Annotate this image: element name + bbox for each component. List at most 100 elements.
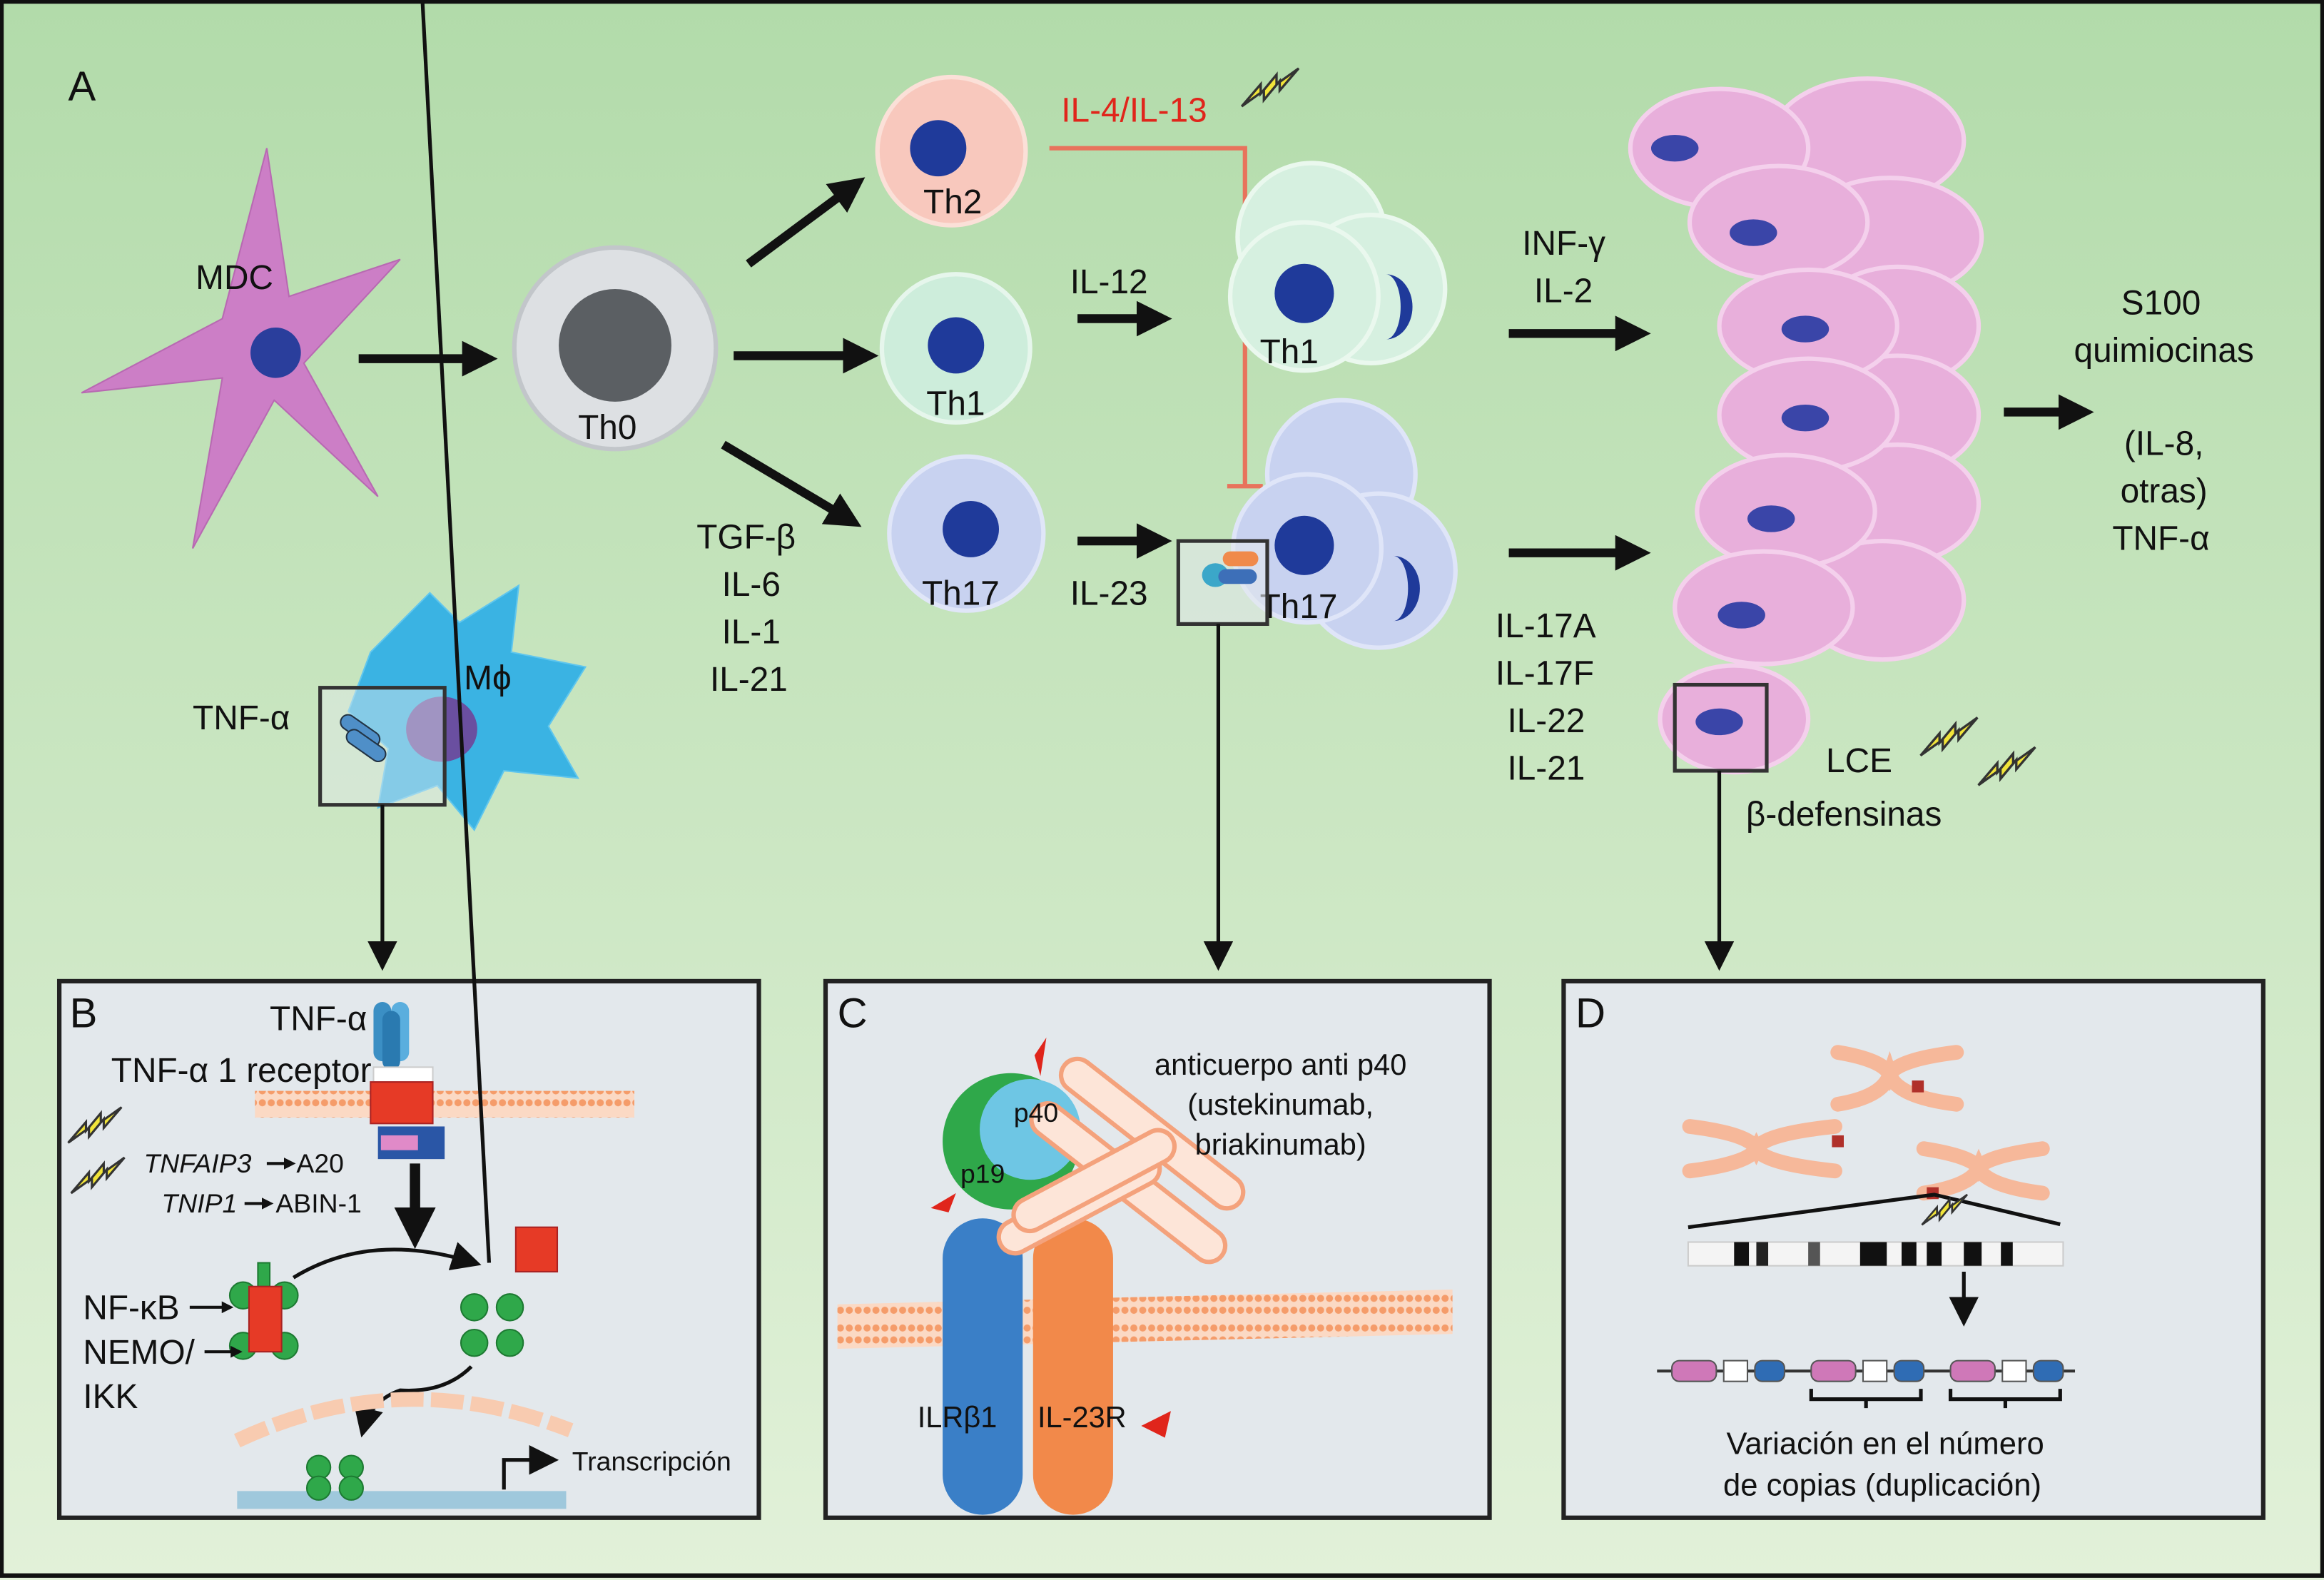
product-s100: S100 — [2121, 284, 2201, 322]
panel-a-letter: A — [68, 64, 96, 110]
inducer-il21: IL-21 — [710, 661, 788, 699]
tnf-receptor — [370, 1066, 445, 1160]
red-pointer-icon — [1141, 1411, 1171, 1438]
macrophage-cell: Mϕ — [347, 584, 587, 831]
cytokine-il17a: IL-17A — [1496, 607, 1596, 645]
panel-c: C p40 p19 anticuerpo anti p40 (ustekinum… — [823, 978, 1492, 1520]
caption-line-2: de copias (duplicación) — [1723, 1469, 2041, 1503]
panel-b-letter: B — [70, 990, 98, 1036]
nfkb-complex — [228, 1262, 299, 1360]
th17-cytokines: IL-17A IL-17F IL-22 IL-21 — [1496, 607, 1596, 787]
tnf-trimer — [373, 1002, 410, 1070]
il12-label: IL-12 — [1070, 263, 1148, 301]
gene-copies — [1671, 1359, 2064, 1382]
tnf-alpha-label: TNF-α — [193, 699, 290, 737]
released-inhibitor — [514, 1226, 559, 1273]
chromosome-bands — [1687, 1241, 2064, 1267]
lce-label: LCE — [1826, 742, 1892, 780]
panel-c-letter: C — [838, 990, 868, 1036]
panel-d-letter: D — [1575, 990, 1605, 1036]
red-pointer-icon — [1034, 1037, 1047, 1076]
th1-cluster: Th1 — [1227, 161, 1448, 373]
activation-arrow — [292, 1242, 482, 1280]
il23r-label: IL-23R — [1037, 1400, 1127, 1434]
receptor-label: TNF-α 1 receptor — [111, 1052, 372, 1090]
inducer-il1: IL-1 — [722, 613, 781, 651]
ilrb1-label: ILRβ1 — [918, 1400, 998, 1434]
transcription-label: Transcripción — [572, 1446, 731, 1476]
defensins-label: β-defensinas — [1746, 796, 1942, 834]
mdc-cell: MDC — [81, 148, 401, 549]
inducer-il6: IL-6 — [722, 566, 781, 604]
cytokine-il2: IL-2 — [1534, 273, 1593, 310]
th17-inducers: TGF-β IL-6 IL-1 IL-21 — [696, 518, 796, 698]
tnf-zoom-box — [318, 686, 447, 807]
antibody-label: anticuerpo anti p40 — [1155, 1048, 1406, 1081]
zoom-lines — [1688, 1192, 2061, 1230]
il4-il13-label: IL-4/IL-13 — [1061, 91, 1207, 129]
product-others: otras) — [2121, 472, 2208, 510]
macrophage-label: Mϕ — [464, 659, 512, 697]
gene-tnfaip3: TNFAIP3 — [143, 1148, 251, 1178]
th17-cluster-label: Th17 — [1260, 588, 1338, 626]
protein-abin1: ABIN-1 — [275, 1188, 361, 1218]
product-il8: (IL-8, — [2124, 425, 2203, 463]
locus-marker — [1832, 1135, 1844, 1148]
th2-label: Th2 — [923, 183, 982, 221]
cytokine-il22: IL-22 — [1507, 702, 1585, 740]
dna-bound-nfkb — [305, 1454, 364, 1501]
p40-label: p40 — [1014, 1098, 1058, 1128]
th17-label: Th17 — [922, 574, 1000, 612]
ikk-label: IKK — [83, 1378, 138, 1416]
cytokine-il21: IL-21 — [1507, 749, 1585, 787]
keratinocyte-products: S100 quimiocinas (IL-8, otras) TNF-α — [2074, 284, 2254, 557]
th1-cluster-label: Th1 — [1260, 333, 1319, 371]
protein-a20: A20 — [296, 1148, 344, 1178]
il23-label: IL-23 — [1070, 574, 1148, 612]
antibody-name-2: briakinumab) — [1195, 1128, 1366, 1161]
th17-cluster: Th17 — [1231, 397, 1458, 650]
il23-receptor-zoom-box — [1176, 539, 1269, 626]
th0-cell: Th0 — [512, 245, 719, 452]
cytokine-inf-gamma: INF-γ — [1522, 225, 1605, 263]
nuclear-membrane — [233, 1392, 574, 1448]
product-chemokines: quimiocinas — [2074, 332, 2254, 370]
th1-label: Th1 — [926, 385, 985, 423]
arrow-th0-to-th2 — [746, 177, 866, 268]
gene-tnip1: TNIP1 — [161, 1188, 237, 1218]
red-pointer-icon — [930, 1192, 956, 1212]
nemo-label: NEMO/ — [83, 1334, 195, 1372]
caption-line-1: Variación en el número — [1727, 1427, 2044, 1461]
transcription-arrow — [502, 1445, 559, 1490]
panel-d: D Variación en el número de copias (dupl… — [1561, 978, 2265, 1520]
locus-marker — [1912, 1080, 1924, 1093]
chromosomes — [1682, 1045, 2050, 1201]
keratinocyte-layer — [1628, 76, 1984, 775]
il23r-receptor — [1032, 1218, 1113, 1515]
arrow-line — [420, 0, 492, 1263]
ilrb1-receptor — [943, 1218, 1023, 1515]
th17-cell: Th17 — [887, 454, 1046, 613]
mdc-nucleus — [250, 328, 301, 378]
antibody-name-1: (ustekinumab, — [1187, 1088, 1374, 1121]
dna-strand — [237, 1491, 567, 1509]
arrow-th0-to-th17 — [721, 440, 862, 527]
cytokine-il17f: IL-17F — [1496, 655, 1594, 693]
anti-p40-antibody — [996, 1056, 1246, 1265]
inhibition-line — [1049, 146, 1247, 487]
cell-membrane — [255, 1090, 635, 1118]
mdc-label: MDC — [196, 259, 273, 297]
translocation-arrow — [354, 1365, 473, 1438]
th0-nucleus — [559, 289, 671, 402]
inducer-tgf-beta: TGF-β — [696, 518, 796, 556]
free-nfkb — [460, 1293, 524, 1357]
th1-cell: Th1 — [879, 272, 1032, 425]
p19-label: p19 — [960, 1158, 1005, 1188]
product-tnf-alpha: TNF-α — [2112, 520, 2209, 558]
th0-label: Th0 — [578, 409, 636, 447]
panel-b: B TNF-α TNF-α 1 receptor TNFAIP3 A20 TNI… — [56, 0, 761, 1520]
tnf-alpha-label: TNF-α — [270, 1000, 367, 1038]
th2-cell: Th2 — [875, 74, 1028, 228]
duplication-brackets — [1809, 1389, 2062, 1409]
